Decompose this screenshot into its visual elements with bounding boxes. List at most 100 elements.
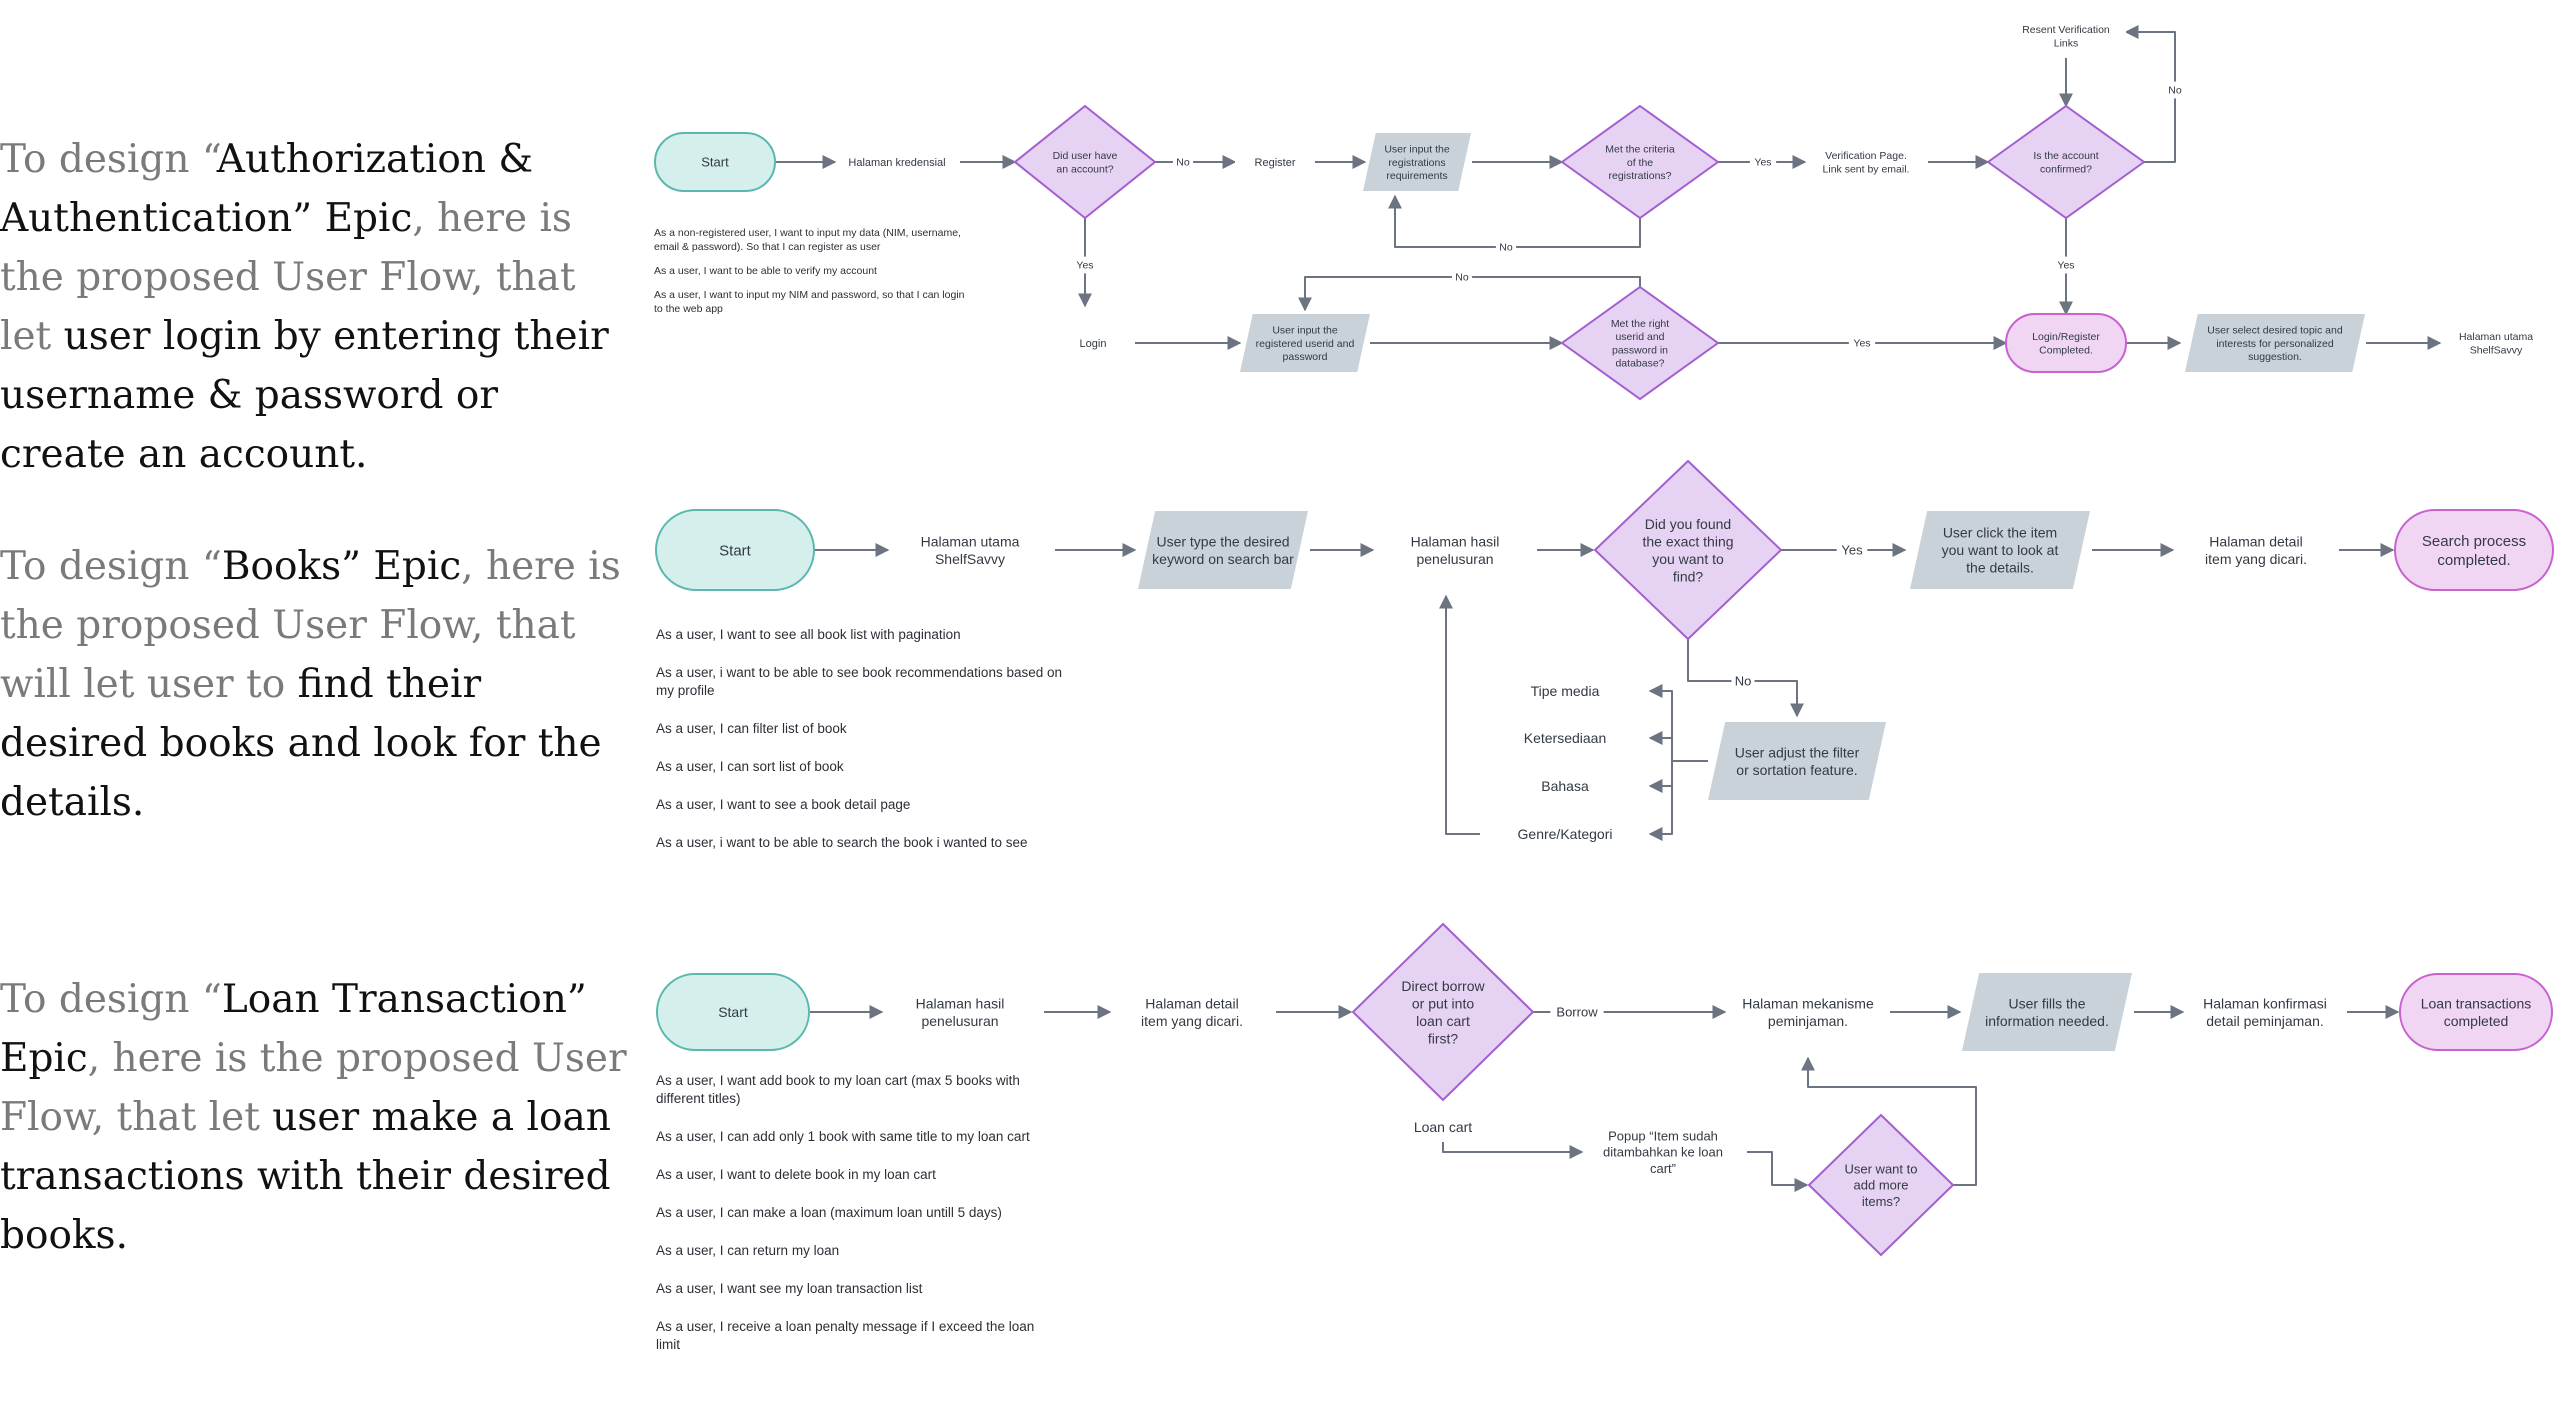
edge-label: No [1455, 272, 1469, 284]
node-label-line: Halaman utama [2459, 331, 2533, 343]
node-label-line: Halaman kredensial [848, 157, 945, 169]
user-stories-books: As a user, I want to see all book list w… [656, 626, 1066, 872]
node-label-line: Register [1255, 157, 1296, 169]
node-c-start: Start [656, 973, 810, 1051]
node-label-line: cart” [1650, 1161, 1676, 1176]
node-label-line: Popup “Item sudah [1608, 1128, 1718, 1143]
node-label-line: the details. [1966, 560, 2034, 576]
node-label-line: Verification Page. [1825, 150, 1907, 162]
io-parallelogram [1962, 973, 2132, 1051]
user-story: As a user, I can sort list of book [656, 759, 844, 774]
flow-arrow [1801, 1056, 1977, 1186]
user-story: As a user, i want to be able to search t… [656, 835, 1028, 850]
node-label: Login [1080, 338, 1107, 350]
node-label-line: Links [2054, 37, 2079, 49]
node-label-line: of the [1627, 157, 1653, 169]
flow-arrow [1648, 760, 1708, 841]
node-label-line: Start [718, 1004, 748, 1020]
decision-diamond [1560, 104, 1720, 220]
end-terminal-shape [2399, 973, 2553, 1051]
edge-label-bg [1550, 1001, 1604, 1023]
node-label-line: Start [719, 542, 752, 559]
user-story: As a user, I want see my loan transactio… [656, 1281, 923, 1296]
intro-segment: Books” Epic [221, 544, 462, 589]
intro-auth: To design “Authorization & Authenticatio… [0, 130, 630, 484]
edge-label-bg [1495, 238, 1517, 256]
intro-books: To design “Books” Epic, here is the prop… [0, 537, 630, 832]
node-label-line: Halaman hasil [1411, 533, 1500, 549]
node-label-line: User fills the [2008, 995, 2085, 1011]
node-label: Start [719, 542, 752, 559]
node-b-genre: Genre/Kategori [1495, 819, 1635, 849]
node-label-line: userid and [1615, 331, 1664, 343]
intro-segment: , here is the proposed User Flow, that l… [0, 196, 576, 359]
node-label: Genre/Kategori [1518, 826, 1613, 842]
node-label: Start [718, 1004, 748, 1020]
user-story: As a user, i want to be able to see book… [656, 665, 1063, 698]
node-label-line: Is the account [2033, 150, 2098, 162]
node-b-bahasa: Bahasa [1495, 771, 1635, 801]
page-node-bg [837, 147, 957, 177]
io-parallelogram [1708, 722, 1886, 800]
node-label-line: find? [1673, 568, 1704, 584]
page-node-bg [1495, 819, 1635, 849]
node-a-login: Login [1053, 328, 1133, 358]
page-node-bg [1235, 147, 1315, 177]
node-label-line: registrations? [1608, 170, 1671, 182]
page-node-bg [1053, 328, 1133, 358]
intro-loan: To design “Loan Transaction” Epic, here … [0, 970, 630, 1265]
node-label-line: completed. [2437, 552, 2510, 569]
node-label-line: Did you found [1645, 516, 1731, 532]
node-label-line: add more [1854, 1178, 1909, 1193]
node-label-line: Start [701, 155, 729, 170]
node-a-reg: Register [1235, 147, 1315, 177]
user-story: As a user, I can filter list of book [656, 721, 847, 736]
node-label-line: password [1283, 351, 1328, 363]
page-node-bg [1398, 1112, 1488, 1142]
user-story: As a user, I want to be able to verify m… [654, 265, 877, 277]
node-label-line: or put into [1412, 995, 1474, 1011]
flow-arrow [1648, 731, 1708, 762]
edge-label-bg [2052, 256, 2080, 274]
start-terminal-shape [656, 973, 810, 1051]
decision-diamond [1593, 459, 1783, 641]
start-terminal-shape [655, 509, 815, 591]
io-parallelogram [1240, 314, 1370, 372]
edge-label: No [2168, 85, 2182, 97]
node-label-line: loan cart [1416, 1013, 1470, 1029]
user-stories-loan: As a user, I want add book to my loan ca… [656, 1072, 1046, 1374]
user-story: As a user, I want add book to my loan ca… [656, 1073, 1020, 1106]
end-terminal-shape [2394, 509, 2554, 591]
user-story: As a non-registered user, I want to inpu… [654, 227, 961, 253]
node-label-line: peminjaman. [1768, 1013, 1848, 1029]
flow-arrow [1442, 1142, 1584, 1159]
page-node-bg [900, 522, 1040, 578]
edge-label-bg [1836, 539, 1868, 561]
node-label: Halaman kredensial [848, 157, 945, 169]
